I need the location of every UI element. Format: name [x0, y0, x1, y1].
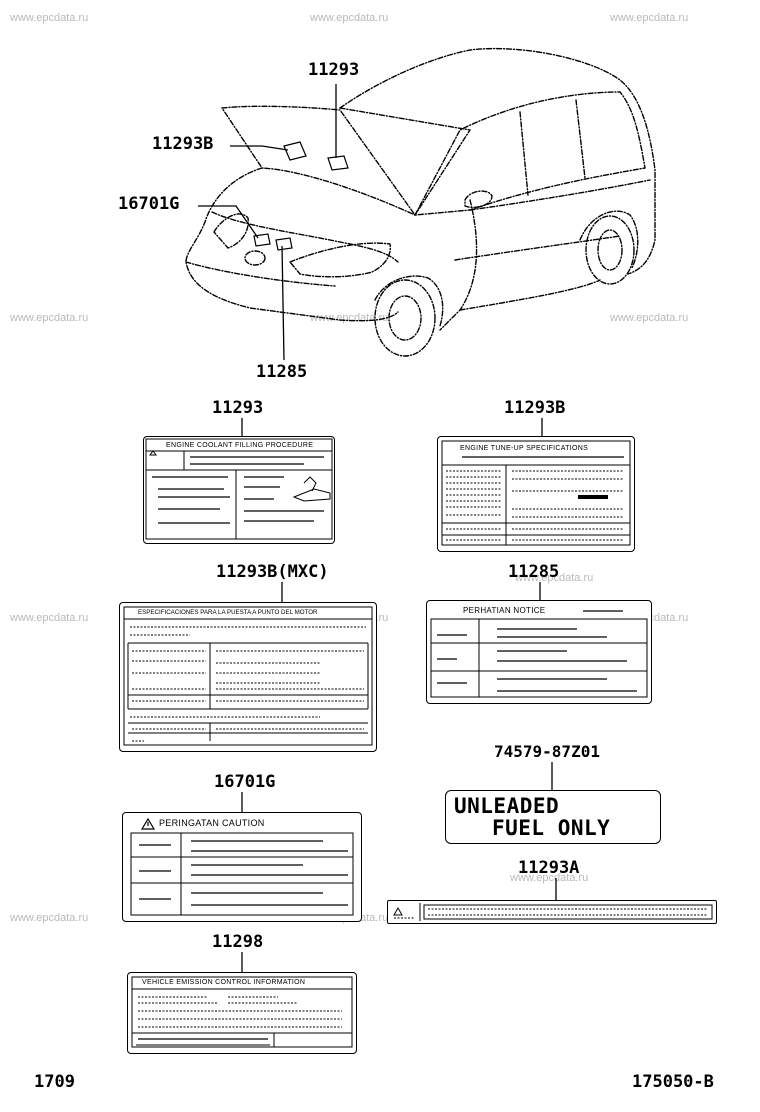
- watermark: www.epcdata.ru: [510, 872, 589, 884]
- watermark: www.epcdata.ru: [515, 572, 594, 584]
- label-body: [130, 832, 354, 916]
- watermark: www.epcdata.ru: [10, 612, 89, 624]
- part-number-11298: 11298: [212, 932, 264, 952]
- callout-11285: 11285: [256, 362, 308, 382]
- part-number-11293a: 11293A: [518, 858, 580, 878]
- watermark: www.epcdata.ru: [10, 12, 89, 24]
- part-number-11293b: 11293B: [504, 398, 566, 418]
- part-number-16701g: 16701G: [214, 772, 276, 792]
- diagram-code: 175050-B: [632, 1072, 714, 1092]
- watermark: www.epcdata.ru: [10, 312, 89, 324]
- label-title: ENGINE TUNE-UP SPECIFICATIONS: [460, 445, 589, 452]
- part-number-11293: 11293: [212, 398, 264, 418]
- watermark: www.epcdata.ru: [310, 12, 389, 24]
- warning-triangle-icon: [141, 818, 155, 830]
- callout-11293: 11293: [308, 60, 360, 80]
- label-title: ENGINE COOLANT FILLING PROCEDURE: [166, 442, 314, 449]
- label-11285: PERHATIAN NOTICE: [426, 600, 652, 704]
- label-title: PERHATIAN NOTICE: [463, 606, 546, 615]
- callout-16701g: 16701G: [118, 194, 180, 214]
- part-number-74579-87z01: 74579-87Z01: [494, 742, 600, 761]
- vehicle-illustration: [185, 47, 656, 361]
- label-body: [145, 438, 333, 540]
- label-body: [430, 610, 648, 698]
- label-body: [131, 976, 353, 1048]
- label-11293b-mxc: ESPECIFICACIONES PARA LA PUESTA A PUNTO …: [119, 602, 377, 752]
- watermark: www.epcdata.ru: [610, 312, 689, 324]
- part-number-11285: 11285: [508, 562, 560, 582]
- label-body: [393, 903, 713, 921]
- page-number: 1709: [34, 1072, 75, 1092]
- label-title: PERINGATAN CAUTION: [159, 818, 265, 828]
- label-title: VEHICLE EMISSION CONTROL INFORMATION: [142, 979, 306, 986]
- watermark: www.epcdata.ru: [610, 12, 689, 24]
- label-16701g: PERINGATAN CAUTION: [122, 812, 362, 922]
- label-74579-87z01: UNLEADED FUEL ONLY: [445, 790, 661, 844]
- label-body: [441, 440, 631, 546]
- label-title: ESPECIFICACIONES PARA LA PUESTA A PUNTO …: [138, 609, 318, 616]
- label-11298: VEHICLE EMISSION CONTROL INFORMATION: [127, 972, 357, 1054]
- watermark: www.epcdata.ru: [10, 912, 89, 924]
- watermark: www.epcdata.ru: [310, 312, 389, 324]
- label-11293a: [387, 900, 717, 924]
- callout-11293b: 11293B: [152, 134, 214, 154]
- label-body: [123, 606, 373, 746]
- fuel-only-text: FUEL ONLY: [492, 816, 611, 840]
- label-11293b: ENGINE TUNE-UP SPECIFICATIONS: [437, 436, 635, 552]
- unleaded-text: UNLEADED: [454, 794, 560, 818]
- part-number-11293b-mxc: 11293B(MXC): [216, 562, 329, 582]
- label-11293: ENGINE COOLANT FILLING PROCEDURE: [143, 436, 335, 544]
